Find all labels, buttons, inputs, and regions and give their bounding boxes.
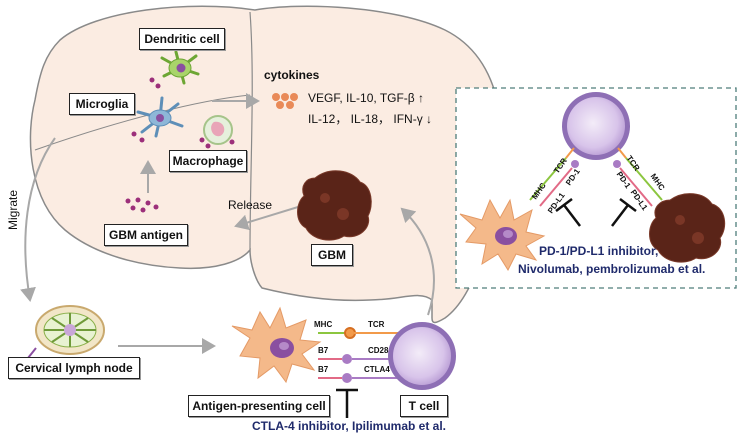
macrophage-icon	[199, 115, 235, 149]
brain-outline	[29, 5, 503, 324]
b7-top-label: B7	[318, 346, 329, 355]
ctla4-inhibitor-text: CTLA-4 inhibitor, Ipilimumab et al.	[252, 419, 447, 433]
gbm-label: GBM	[311, 244, 353, 266]
apc-cell-icon	[231, 306, 322, 384]
synapse-receptors	[318, 327, 398, 383]
pd1-inhibitor-line1: PD-1/PD-L1 inhibitor,	[539, 244, 659, 258]
cytokine-dots-icon	[272, 93, 298, 109]
ctla4-label: CTLA4	[364, 365, 390, 374]
apc-label: Antigen-presenting cell	[188, 395, 330, 417]
cytokines-line1: VEGF, IL-10, TGF-β ↑	[308, 91, 425, 105]
arrow-tcell-to-gbm	[400, 207, 435, 316]
t-cell-label: T cell	[400, 395, 448, 417]
migrate-label: Migrate	[6, 189, 20, 230]
ctla4-inhibitor-bar	[336, 388, 358, 418]
panel-t-cell-icon	[562, 92, 630, 160]
cytokines-title: cytokines	[264, 68, 320, 82]
gbm-antigen-dots-icon	[125, 197, 159, 213]
pd1-inhibitor-bars	[555, 198, 637, 227]
microglia-label: Microglia	[69, 93, 135, 115]
gbm-antigen-label: GBM antigen	[104, 224, 188, 246]
gbm-tumor-icon	[297, 170, 372, 241]
dendritic-cell-icon	[149, 50, 200, 89]
macrophage-label: Macrophage	[169, 150, 247, 172]
t-cell-icon	[388, 322, 456, 390]
cd28-label: CD28	[368, 346, 389, 355]
cervical-lymph-node-label: Cervical lymph node	[8, 357, 140, 379]
panel-gbm-icon	[649, 193, 726, 263]
cytokines-line2: IL-12， IL-18， IFN-γ ↓	[308, 112, 433, 126]
flow-arrows	[20, 93, 435, 354]
panel-receptors	[529, 147, 663, 207]
b7-bottom-label: B7	[318, 365, 329, 374]
lymph-node-icon	[27, 305, 105, 359]
arrow-migrate	[20, 137, 56, 302]
tcr-label: TCR	[368, 320, 385, 329]
panel-apc-icon	[459, 198, 546, 272]
microglia-icon	[131, 96, 184, 143]
arrow-gbm-release	[234, 206, 299, 231]
pd1-inhibitor-line2: Nivolumab, pembrolizumab et al.	[518, 262, 706, 276]
mhc-label: MHC	[314, 320, 333, 329]
release-label: Release	[228, 198, 273, 212]
dendritic-cell-label: Dendritic cell	[139, 28, 225, 50]
